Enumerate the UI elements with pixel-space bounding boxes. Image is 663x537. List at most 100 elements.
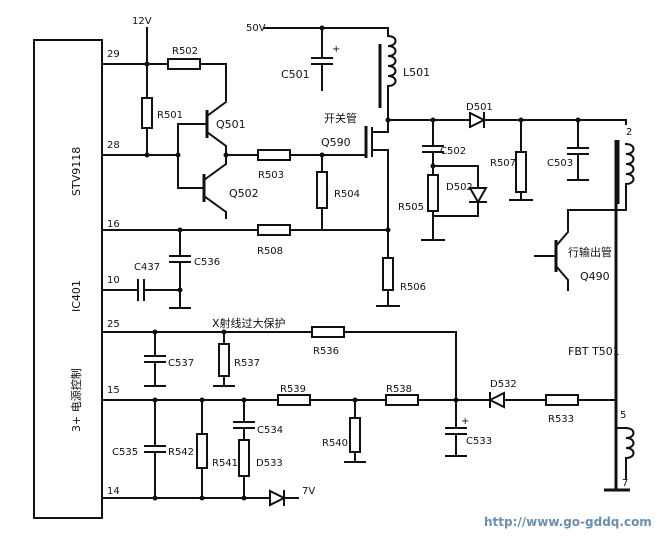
capacitor-c534 — [233, 399, 255, 441]
label-r508: R508 — [257, 246, 283, 257]
resistor-r538 — [385, 394, 419, 406]
pin-29: 29 — [107, 49, 120, 60]
label-c437: C437 — [134, 262, 160, 273]
capacitor-c537 — [144, 331, 166, 387]
label-r533: R533 — [548, 414, 574, 425]
pin-10: 10 — [107, 275, 120, 286]
label-c535: C535 — [112, 447, 138, 458]
inductor-l501 — [386, 34, 397, 121]
label-q502: Q502 — [229, 187, 259, 200]
resistor-r533 — [545, 394, 579, 406]
label-d502: D502 — [446, 182, 473, 193]
pin-28: 28 — [107, 140, 120, 151]
supply-50v: 50V — [246, 23, 266, 34]
label-q590: Q590 — [321, 136, 351, 149]
mosfet-q590: 开关管 Q590 — [319, 111, 389, 229]
transistor-q502: Q502 — [202, 154, 259, 219]
label-c502: C502 — [440, 146, 466, 157]
label-q490: Q490 — [580, 270, 610, 283]
label-xray-protect: X射线过大保护 — [212, 316, 286, 330]
fbt-pin-5: 5 — [620, 410, 626, 421]
label-d532: D532 — [490, 379, 517, 390]
net-flyback: D501 C502 R505 D502 R507 C503 — [385, 102, 627, 241]
resistor-r504 — [316, 171, 328, 209]
label-c536: C536 — [194, 257, 220, 268]
label-r540: R540 — [322, 438, 348, 449]
label-switch-tube: 开关管 — [324, 111, 357, 125]
capacitor-c503 — [567, 119, 589, 181]
resistor-r506 — [382, 257, 394, 291]
label-r502: R502 — [172, 46, 198, 57]
label-d533: D533 — [256, 458, 283, 469]
capacitor-c536 — [169, 229, 191, 309]
pin-14: 14 — [107, 486, 120, 497]
label-r507: R507 — [490, 158, 516, 169]
capacitor-c533 — [445, 399, 467, 457]
label-q501: Q501 — [216, 118, 246, 131]
pin-15: 15 — [107, 385, 120, 396]
ic-name: STV9118 — [70, 147, 83, 196]
resistor-r501 — [141, 97, 153, 129]
label-c501: C501 — [281, 68, 310, 81]
c501-plus: + — [332, 44, 340, 55]
resistor-r505 — [427, 174, 439, 212]
pin-16: 16 — [107, 219, 120, 230]
resistor-r539 — [277, 394, 311, 406]
pin-25: 25 — [107, 319, 120, 330]
transistor-q490: 行输出管 Q490 — [534, 209, 627, 291]
label-r536: R536 — [313, 346, 339, 357]
label-l501: L501 — [403, 66, 430, 79]
label-fbt: FBT T501 — [568, 345, 620, 358]
resistor-r503 — [257, 149, 291, 161]
resistor-r536 — [311, 326, 345, 338]
net-pin28: R503 R504 — [101, 149, 360, 229]
resistor-r502 — [167, 58, 201, 70]
label-r539: R539 — [280, 384, 306, 395]
resistor-r541-d533 — [238, 439, 250, 477]
label-c503: C503 — [547, 158, 573, 169]
diode-7v — [269, 489, 287, 507]
label-r541: R541 — [212, 458, 238, 469]
label-d501: D501 — [466, 102, 493, 113]
label-c537: C537 — [168, 358, 194, 369]
label-r537: R537 — [234, 358, 260, 369]
resistor-r508 — [257, 224, 291, 236]
ic-sub: IC401 — [70, 280, 83, 312]
net-pin10: C437 — [101, 262, 183, 301]
footer-url[interactable]: http://www.go-gddq.com — [484, 515, 652, 529]
resistor-r542 — [196, 433, 208, 469]
diode-d501 — [468, 111, 487, 129]
capacitor-c535 — [144, 399, 166, 499]
label-c533: C533 — [466, 436, 492, 447]
fbt-pin-7: 7 — [622, 478, 628, 489]
resistor-r507 — [515, 151, 527, 193]
label-r504: R504 — [334, 189, 360, 200]
supply-12v: 12V — [132, 16, 152, 27]
fbt-t501: 2 FBT T501 5 7 — [568, 127, 635, 492]
net-pin15: R539 R538 D532 R533 R540 + C533 C535 R54… — [101, 379, 627, 499]
net-pin16: R508 C536 R506 — [101, 224, 426, 309]
label-c534: C534 — [257, 425, 283, 436]
net-pin14: 7V — [101, 486, 315, 507]
resistor-r537 — [218, 343, 230, 377]
label-line-output-tube: 行输出管 — [568, 245, 612, 259]
transistor-q501: Q501 — [177, 100, 246, 156]
fbt-pin-2: 2 — [626, 127, 632, 138]
label-r503: R503 — [258, 170, 284, 181]
resistor-r540 — [349, 417, 361, 453]
net-pin29: 12V R502 R501 — [101, 16, 227, 156]
capacitor-c502 — [422, 119, 444, 176]
net-pin25: R536 X射线过大保护 C537 R537 — [101, 316, 457, 401]
label-r506: R506 — [400, 282, 426, 293]
label-r538: R538 — [386, 384, 412, 395]
supply-7v: 7V — [302, 486, 315, 497]
diode-d532 — [487, 391, 547, 409]
c533-plus: + — [461, 416, 469, 427]
label-r505: R505 — [398, 202, 424, 213]
ic-section: 3+ 电源控制 — [69, 368, 83, 432]
ic-body — [33, 39, 103, 519]
net-50v: 50V + C501 L501 — [246, 23, 430, 121]
label-r542: R542 — [168, 447, 194, 458]
label-r501: R501 — [157, 110, 183, 121]
